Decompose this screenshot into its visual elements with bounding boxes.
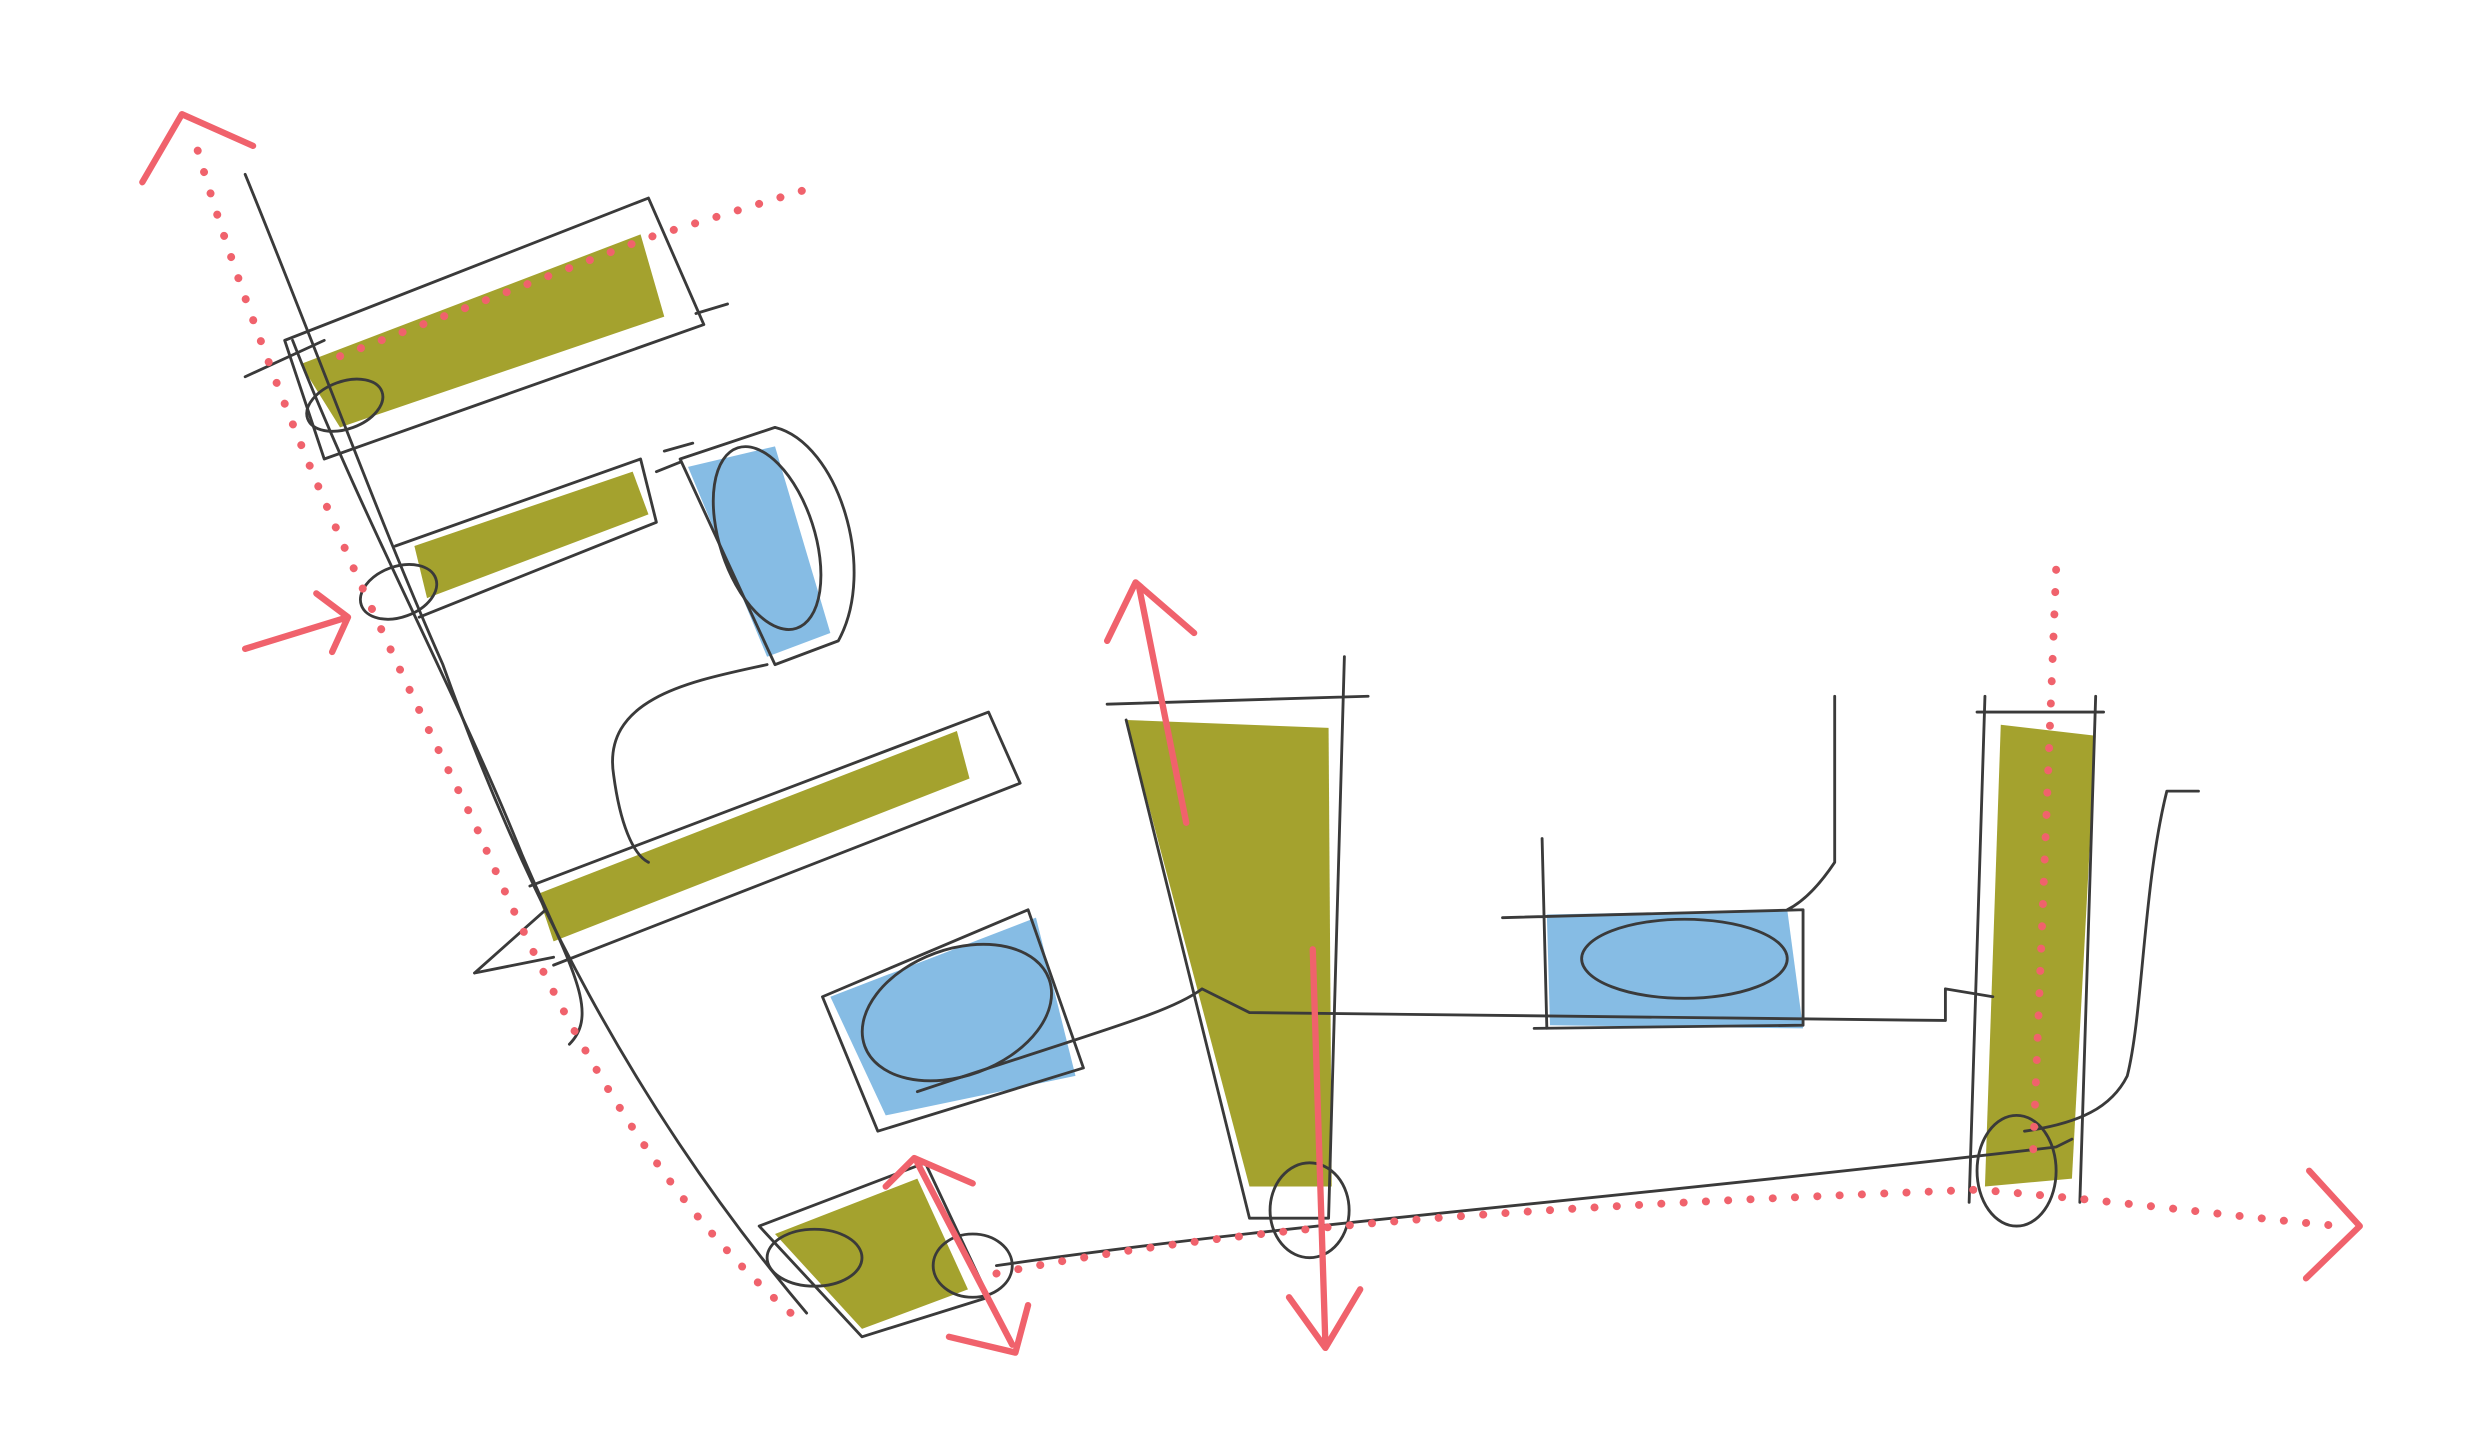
olive-tall-tower (1126, 719, 1332, 1187)
red-dotted-axis-bottom (992, 1185, 2345, 1278)
ink-outline-blue-2 (821, 908, 1085, 1133)
olive-right-tower (1984, 724, 2096, 1187)
ink-ellipse-bottom-1 (765, 1227, 864, 1288)
olive-bar-second (414, 471, 649, 599)
ink-horizontal-link (915, 987, 1995, 1094)
red-arrow-entry-icon (241, 590, 352, 656)
ink-ground-line (995, 1137, 2074, 1268)
olive-bar-long (537, 731, 970, 942)
blue-volume-upper (688, 446, 831, 657)
ink-outline-blue-3 (1501, 694, 1837, 1030)
red-arrow-bottom-icon (882, 1154, 1032, 1356)
red-axes (139, 111, 2363, 1356)
ink-outline-second-bar (393, 457, 658, 619)
ink-spine-inner (291, 338, 584, 1046)
ink-ellipse-tower (1268, 1161, 1351, 1260)
ink-ellipse-1 (305, 377, 385, 433)
red-arrow-vertical-tower-icon (1103, 579, 1364, 1352)
red-dotted-axis-left (193, 146, 795, 1318)
ink-ellipse-blue-1 (711, 445, 823, 631)
ink-outline-top-bar (243, 196, 729, 461)
olive-volumes (300, 234, 2096, 1329)
olive-block-bottom (775, 1178, 968, 1329)
red-dotted-top-line (336, 182, 819, 361)
ink-outline-right-tower (1967, 694, 2105, 1204)
ink-outline-tall-tower (1105, 655, 1370, 1220)
ink-ellipse-2 (358, 563, 439, 621)
red-arrow-right-icon (2302, 1167, 2363, 1282)
ink-ellipse-right-tower (1975, 1113, 2058, 1228)
blue-volume-middle (830, 917, 1076, 1116)
ink-right-curve (2023, 789, 2200, 1133)
ink-connector-loop (611, 663, 769, 864)
olive-bar-top (300, 234, 665, 428)
ink-spine-left (243, 172, 809, 1315)
ink-ellipse-bottom-2 (931, 1232, 1014, 1299)
ink-outline-long-bar (473, 710, 1022, 975)
blue-volumes (688, 446, 1804, 1116)
ink-outline-blue-1 (654, 425, 856, 667)
blue-volume-right (1546, 909, 1804, 1029)
ink-ellipse-blue-3 (1580, 917, 1789, 1000)
red-arrow-top-left-icon (139, 111, 257, 186)
